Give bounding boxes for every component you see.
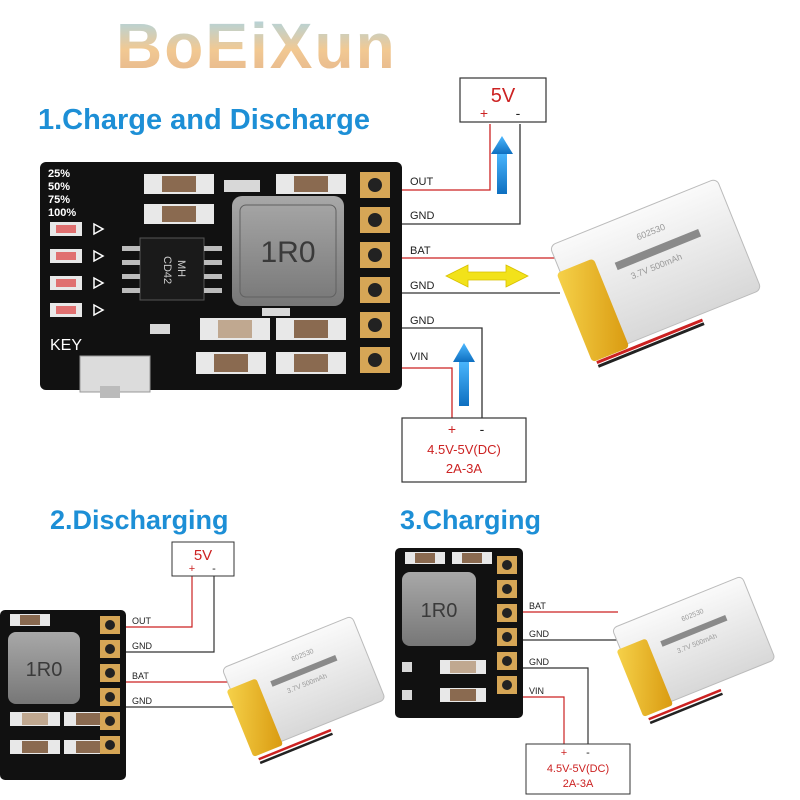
chip-label: MH (175, 260, 187, 277)
inductor: 1R0 (232, 196, 344, 306)
output-minus: - (516, 105, 521, 121)
solder-pads (360, 172, 390, 373)
pin-label-gnd: GND (410, 315, 435, 327)
brand-text: BoEiXun (116, 10, 397, 82)
chip-label: CD42 (161, 256, 173, 284)
input-supply-box: + - 4.5V-5V(DC) 2A-3A (401, 417, 527, 483)
lipo-battery: 602530 3.7V 500mAh (550, 179, 761, 368)
pin-label-bat: BAT (132, 671, 149, 681)
smd-components (402, 552, 492, 702)
input-minus: - (480, 421, 485, 437)
inductor-label: 1R0 (260, 236, 315, 269)
input-plus: + (561, 747, 567, 759)
smd-components (144, 174, 346, 374)
pin-label-gnd: GND (529, 629, 550, 639)
section1-diagram: 25% 50% 75% 100% KEY (40, 77, 761, 483)
pin-label-gnd: GND (410, 210, 435, 222)
level-label: 50% (48, 181, 70, 193)
input-supply-box: + - 4.5V-5V(DC) 2A-3A (525, 743, 631, 795)
input-current: 2A-3A (563, 778, 594, 790)
output-5v-box: 5V + - (459, 77, 547, 123)
lipo-battery: 602530 3.7V 500mAh (222, 616, 385, 765)
section-title-charge-discharge: 1.Charge and Discharge (38, 104, 370, 136)
output-voltage: 5V (194, 547, 212, 564)
input-voltage: 4.5V-5V(DC) (427, 442, 501, 457)
output-minus: - (212, 563, 216, 575)
section-title-discharging: 2.Discharging (50, 505, 229, 535)
input-plus: + (448, 421, 456, 437)
output-voltage: 5V (491, 85, 516, 107)
section2-diagram: 1R0 OUT (0, 541, 385, 780)
output-plus: + (189, 563, 195, 575)
inductor: 1R0 (402, 572, 476, 646)
up-arrow-icon (453, 343, 475, 406)
up-arrow-icon (491, 136, 513, 194)
inductor-label: 1R0 (421, 600, 458, 622)
key-label: KEY (50, 337, 82, 354)
section3-diagram: 1R0 (395, 548, 775, 795)
level-label: 100% (48, 207, 76, 219)
pin-label-out: OUT (410, 176, 434, 188)
solder-pads (100, 616, 120, 754)
pin-label-vin: VIN (410, 351, 428, 363)
pin-label-gnd: GND (132, 641, 153, 651)
pin-label-gnd: GND (410, 280, 435, 292)
section-title-charging: 3.Charging (400, 505, 542, 535)
pin-label-bat: BAT (410, 245, 431, 257)
pin-label-gnd: GND (132, 696, 153, 706)
led-indicators (50, 222, 105, 317)
inductor-label: 1R0 (26, 659, 63, 681)
output-5v-box: 5V + - (171, 541, 235, 577)
input-current: 2A-3A (446, 461, 482, 476)
inductor: 1R0 (8, 632, 80, 704)
pin-label-gnd: GND (529, 657, 550, 667)
input-voltage: 4.5V-5V(DC) (547, 763, 609, 775)
level-label: 75% (48, 194, 70, 206)
wires (126, 574, 236, 708)
pin-label-vin: VIN (529, 686, 544, 696)
brand-logo: BoEiXun (116, 10, 397, 82)
level-label: 25% (48, 168, 70, 180)
pin-label-out: OUT (132, 616, 152, 626)
input-minus: - (586, 747, 590, 759)
double-arrow-icon (445, 264, 529, 288)
wires (402, 124, 560, 418)
cd42-chip: MH CD42 (122, 237, 222, 301)
output-plus: + (480, 105, 488, 121)
wires (523, 611, 618, 744)
solder-pads (497, 556, 517, 694)
lipo-battery: 602530 3.7V 500mAh (612, 576, 775, 725)
pin-label-bat: BAT (529, 601, 546, 611)
